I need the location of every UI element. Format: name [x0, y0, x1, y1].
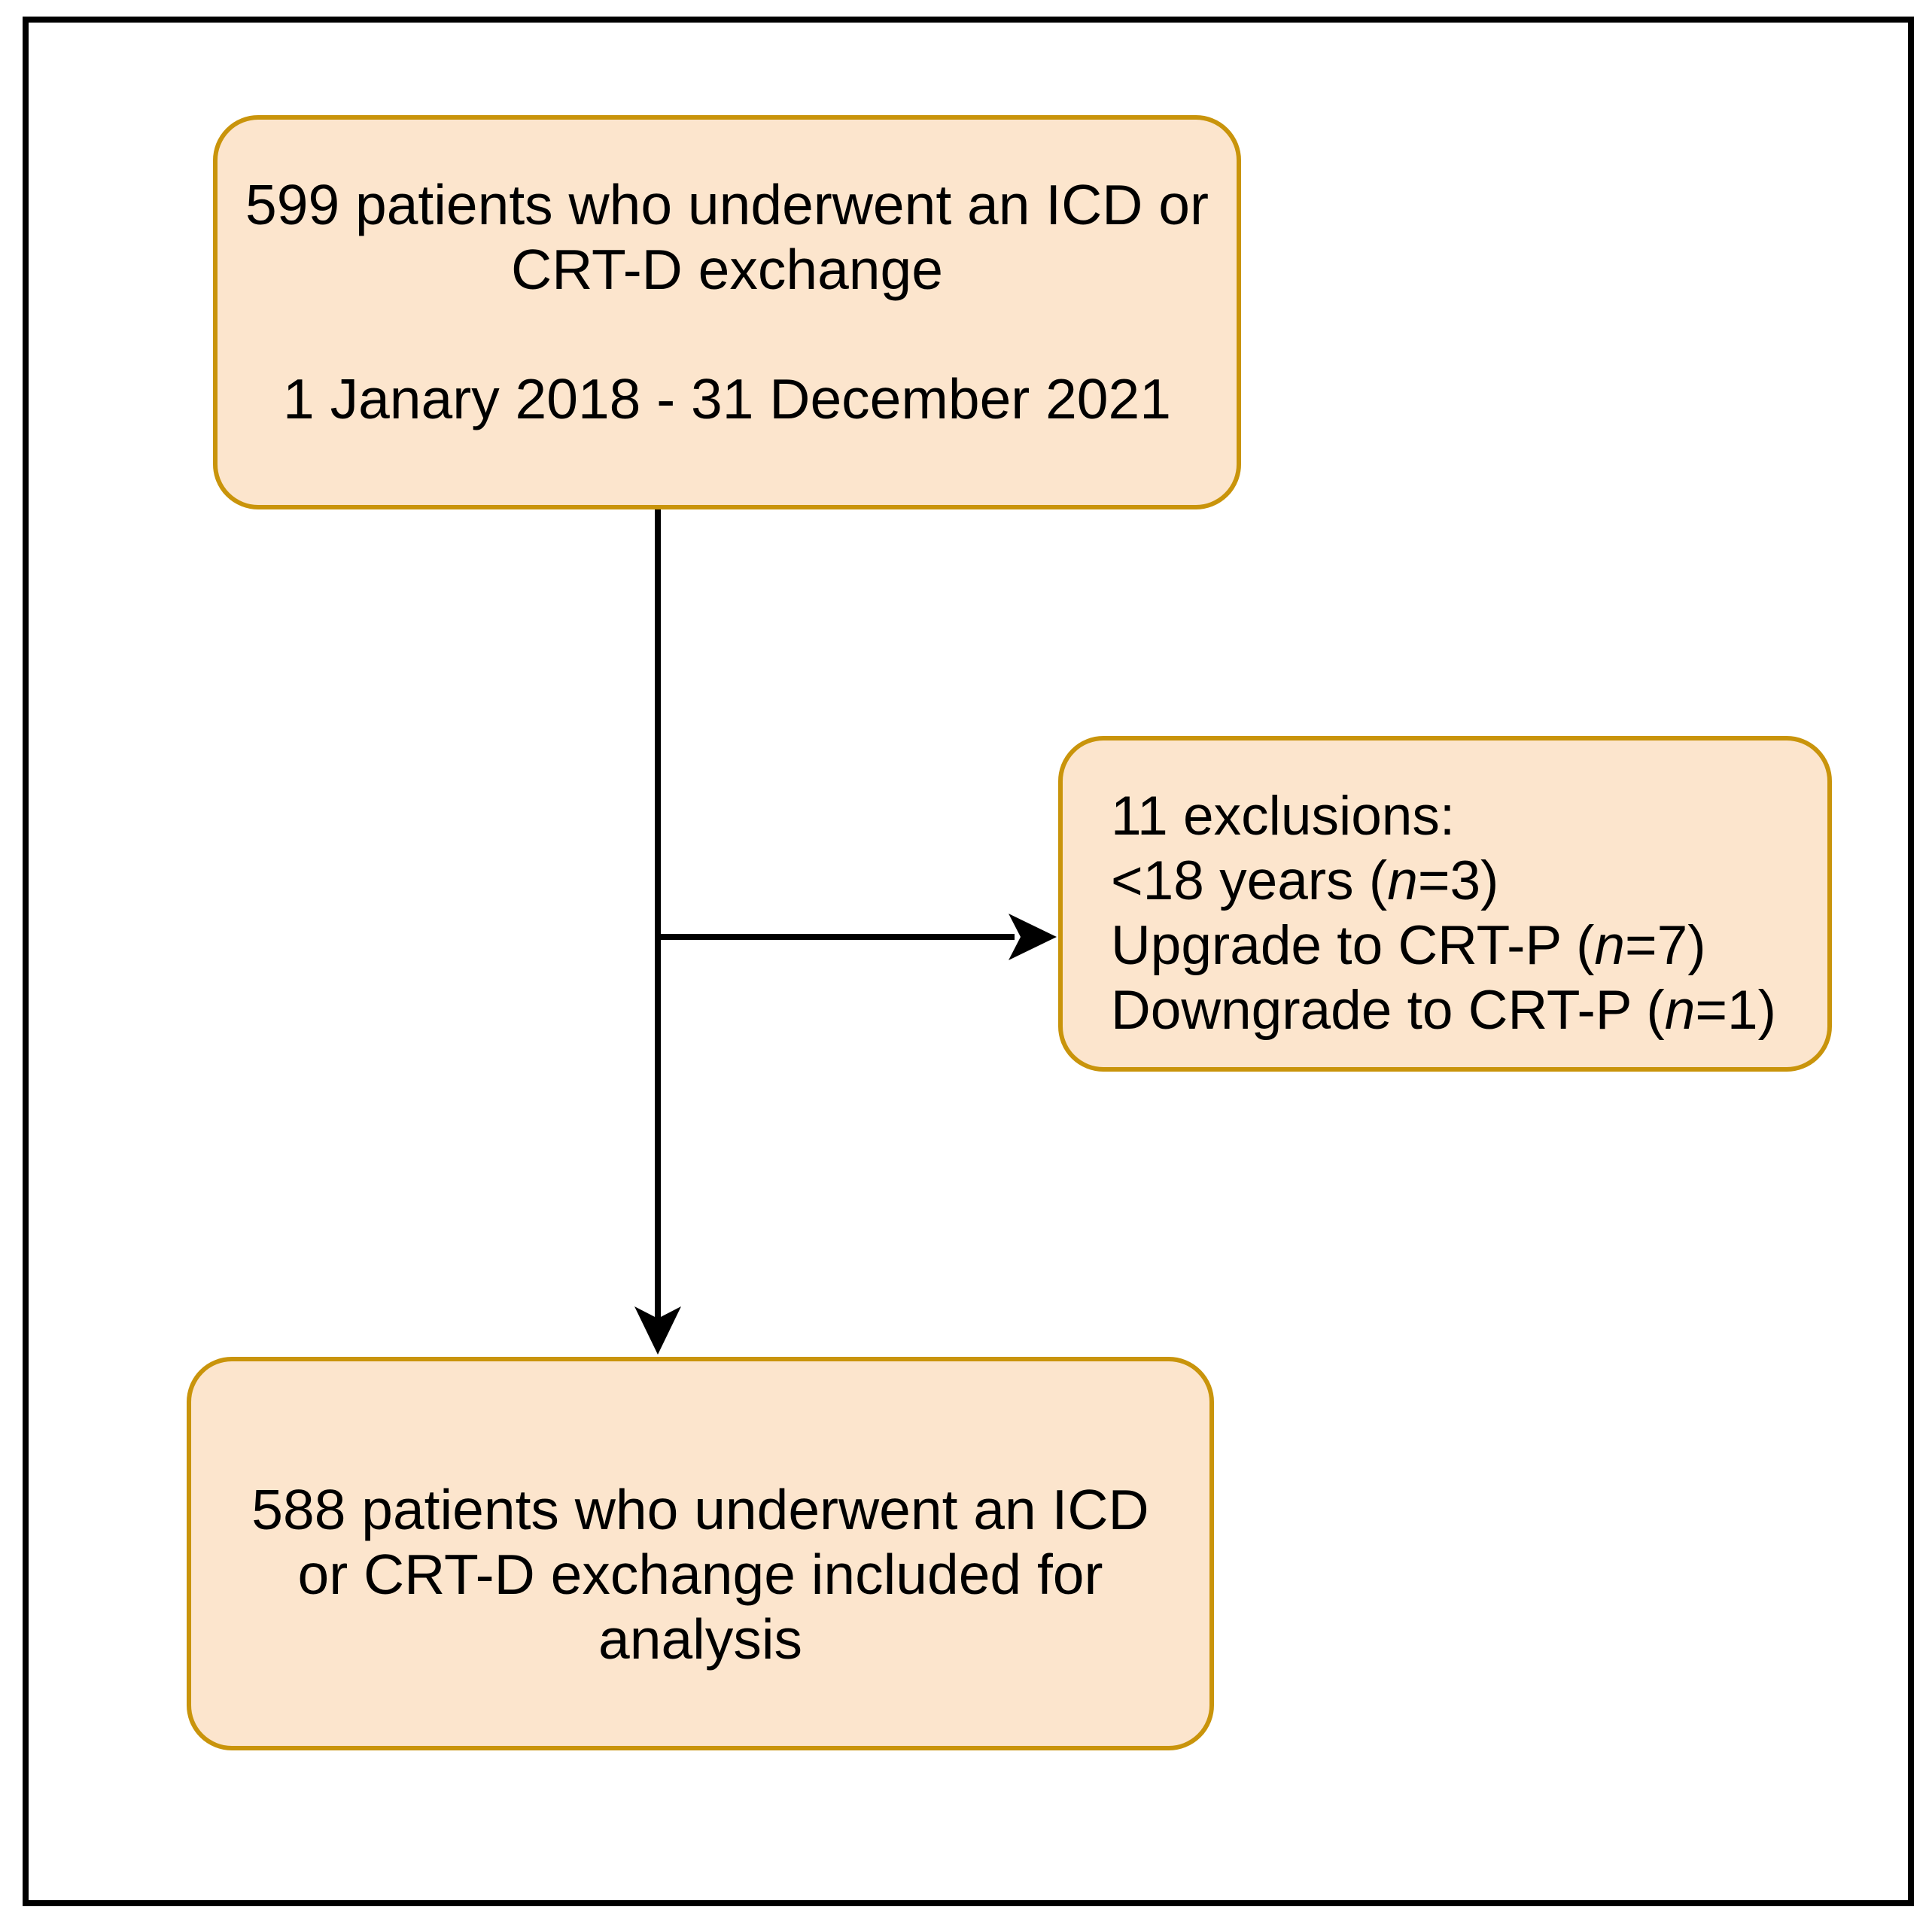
text-line: 588 patients who underwent an ICD [251, 1478, 1149, 1541]
figure-border-frame [23, 17, 1914, 1906]
text-line: analysis [598, 1607, 802, 1671]
text-line [218, 302, 1237, 366]
text-line: CRT-D exchange [511, 238, 943, 301]
text-line: 11 exclusions: [1111, 786, 1456, 847]
text-line: Downgrade to CRT-P (n=1) [1111, 980, 1776, 1041]
text-line: 599 patients who underwent an ICD or [245, 173, 1209, 236]
text-line: or CRT-D exchange included for [297, 1543, 1103, 1606]
exclusions-box: 11 exclusions:<18 years (n=3)Upgrade to … [1058, 736, 1832, 1072]
text-line: 1 Janary 2018 - 31 December 2021 [283, 367, 1171, 430]
text-line: Upgrade to CRT-P (n=7) [1111, 915, 1706, 976]
text-line: <18 years (n=3) [1111, 850, 1499, 911]
